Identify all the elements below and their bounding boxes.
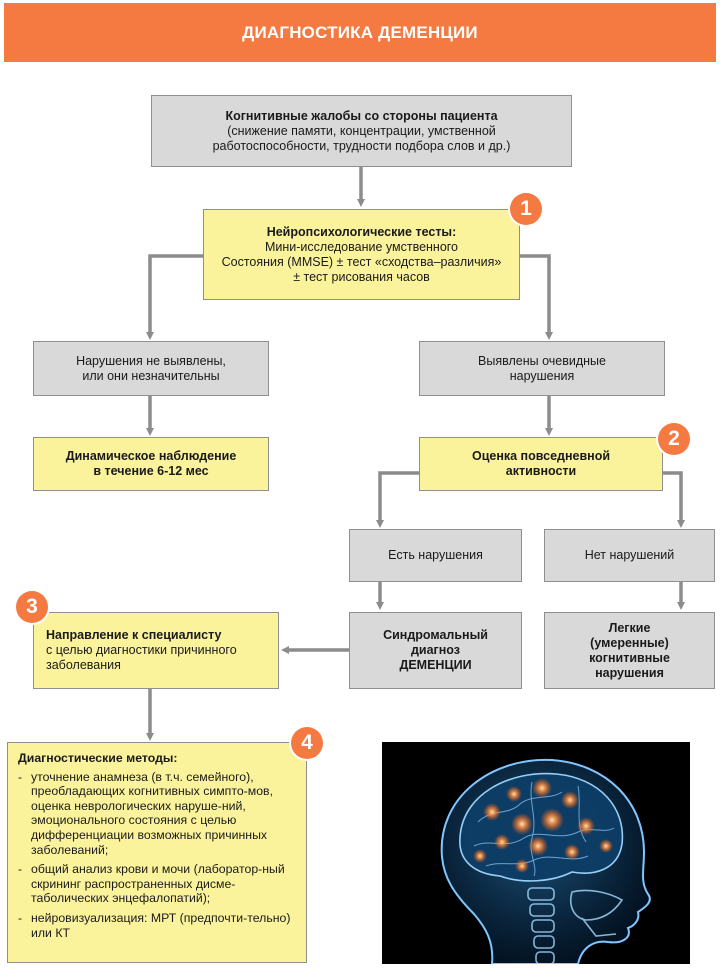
daily-activity-line: активности	[505, 464, 577, 478]
step-badge-3: 3	[16, 591, 48, 623]
step-badge-4: 4	[291, 727, 323, 759]
page-title: ДИАГНОСТИКА ДЕМЕНЦИИ	[242, 22, 478, 42]
methods-title: Диагностические методы:	[18, 751, 178, 765]
brain-xray-illustration	[382, 742, 690, 964]
no-violations-box: Нарушения не выявлены, или они незначите…	[33, 341, 269, 396]
obvious-violations-line: нарушения	[509, 368, 575, 383]
referral-box: Направление к специалисту с целью диагно…	[33, 612, 279, 689]
has-violations-label: Есть нарушения	[388, 548, 483, 562]
mild-line: (умеренные)	[590, 635, 669, 650]
has-violations-box: Есть нарушения	[349, 529, 522, 582]
no-violations-line: или они незначительны	[82, 368, 220, 383]
complaints-title: Когнитивные жалобы со стороны пациента	[225, 108, 498, 123]
step-badge-2: 2	[658, 423, 690, 455]
complaints-line: работоспособности, трудности подбора сло…	[212, 138, 511, 153]
arrow-activity-to-has-violations	[376, 471, 419, 528]
referral-line: с целью диагностики причинного	[46, 643, 237, 657]
complaints-box: Когнитивные жалобы со стороны пациента (…	[151, 95, 572, 167]
daily-activity-line: Оценка повседневной	[471, 449, 611, 463]
arrow-tests-to-obvious	[519, 254, 553, 340]
diagnostic-methods-box: Диагностические методы: уточнение анамне…	[7, 742, 307, 963]
tests-line: Мини-исследование умственного	[264, 239, 459, 254]
no-violations-line: Нарушения не выявлены,	[76, 353, 226, 368]
arrow-activity-to-no-impairment	[663, 471, 685, 528]
observation-box: Динамическое наблюдение в течение 6-12 м…	[33, 437, 269, 491]
observation-line: в течение 6-12 мес	[93, 464, 209, 478]
methods-list: уточнение анамнеза (в т.ч. семейного), п…	[18, 770, 298, 941]
no-impairment-box: Нет нарушений	[544, 529, 715, 582]
no-impairment-label: Нет нарушений	[584, 548, 675, 562]
syndromic-line: диагноз	[410, 643, 460, 657]
mild-impairment-box: Легкие (умеренные) когнитивные нарушения	[544, 612, 715, 689]
neuropsych-tests-box: Нейропсихологические тесты: Мини-исследо…	[203, 209, 520, 300]
mild-line: нарушения	[595, 665, 664, 680]
mild-line: когнитивные	[589, 650, 670, 665]
syndromic-diagnosis-box: Синдромальный диагноз ДЕМЕНЦИИ	[349, 612, 522, 689]
tests-line: ± тест рисования часов	[293, 269, 430, 284]
brain-xray-icon	[440, 758, 651, 964]
referral-line: заболевания	[46, 658, 121, 672]
tests-line: Состояния (MMSE) ± тест «сходства–различ…	[221, 254, 502, 269]
mild-line: Легкие	[608, 620, 651, 635]
obvious-violations-box: Выявлены очевидные нарушения	[419, 341, 665, 396]
complaints-line: (снижение памяти, концентрации, умственн…	[227, 123, 496, 138]
referral-title: Направление к специалисту	[46, 628, 222, 642]
arrow-tests-to-no-violations	[146, 254, 203, 340]
syndromic-line: Синдромальный	[383, 628, 488, 642]
observation-line: Динамическое наблюдение	[65, 449, 237, 463]
tests-title: Нейропсихологические тесты:	[266, 224, 457, 239]
daily-activity-box: Оценка повседневной активности	[419, 437, 663, 491]
list-item: нейровизуализация: МРТ (предпочти-тельно…	[18, 911, 298, 940]
obvious-violations-line: Выявлены очевидные	[478, 353, 606, 368]
step-badge-1: 1	[510, 193, 542, 225]
syndromic-line: ДЕМЕНЦИИ	[399, 658, 472, 672]
header-banner: ДИАГНОСТИКА ДЕМЕНЦИИ	[4, 3, 716, 62]
list-item: уточнение анамнеза (в т.ч. семейного), п…	[18, 770, 298, 858]
list-item: общий анализ крови и мочи (лаборатор-ный…	[18, 862, 298, 906]
